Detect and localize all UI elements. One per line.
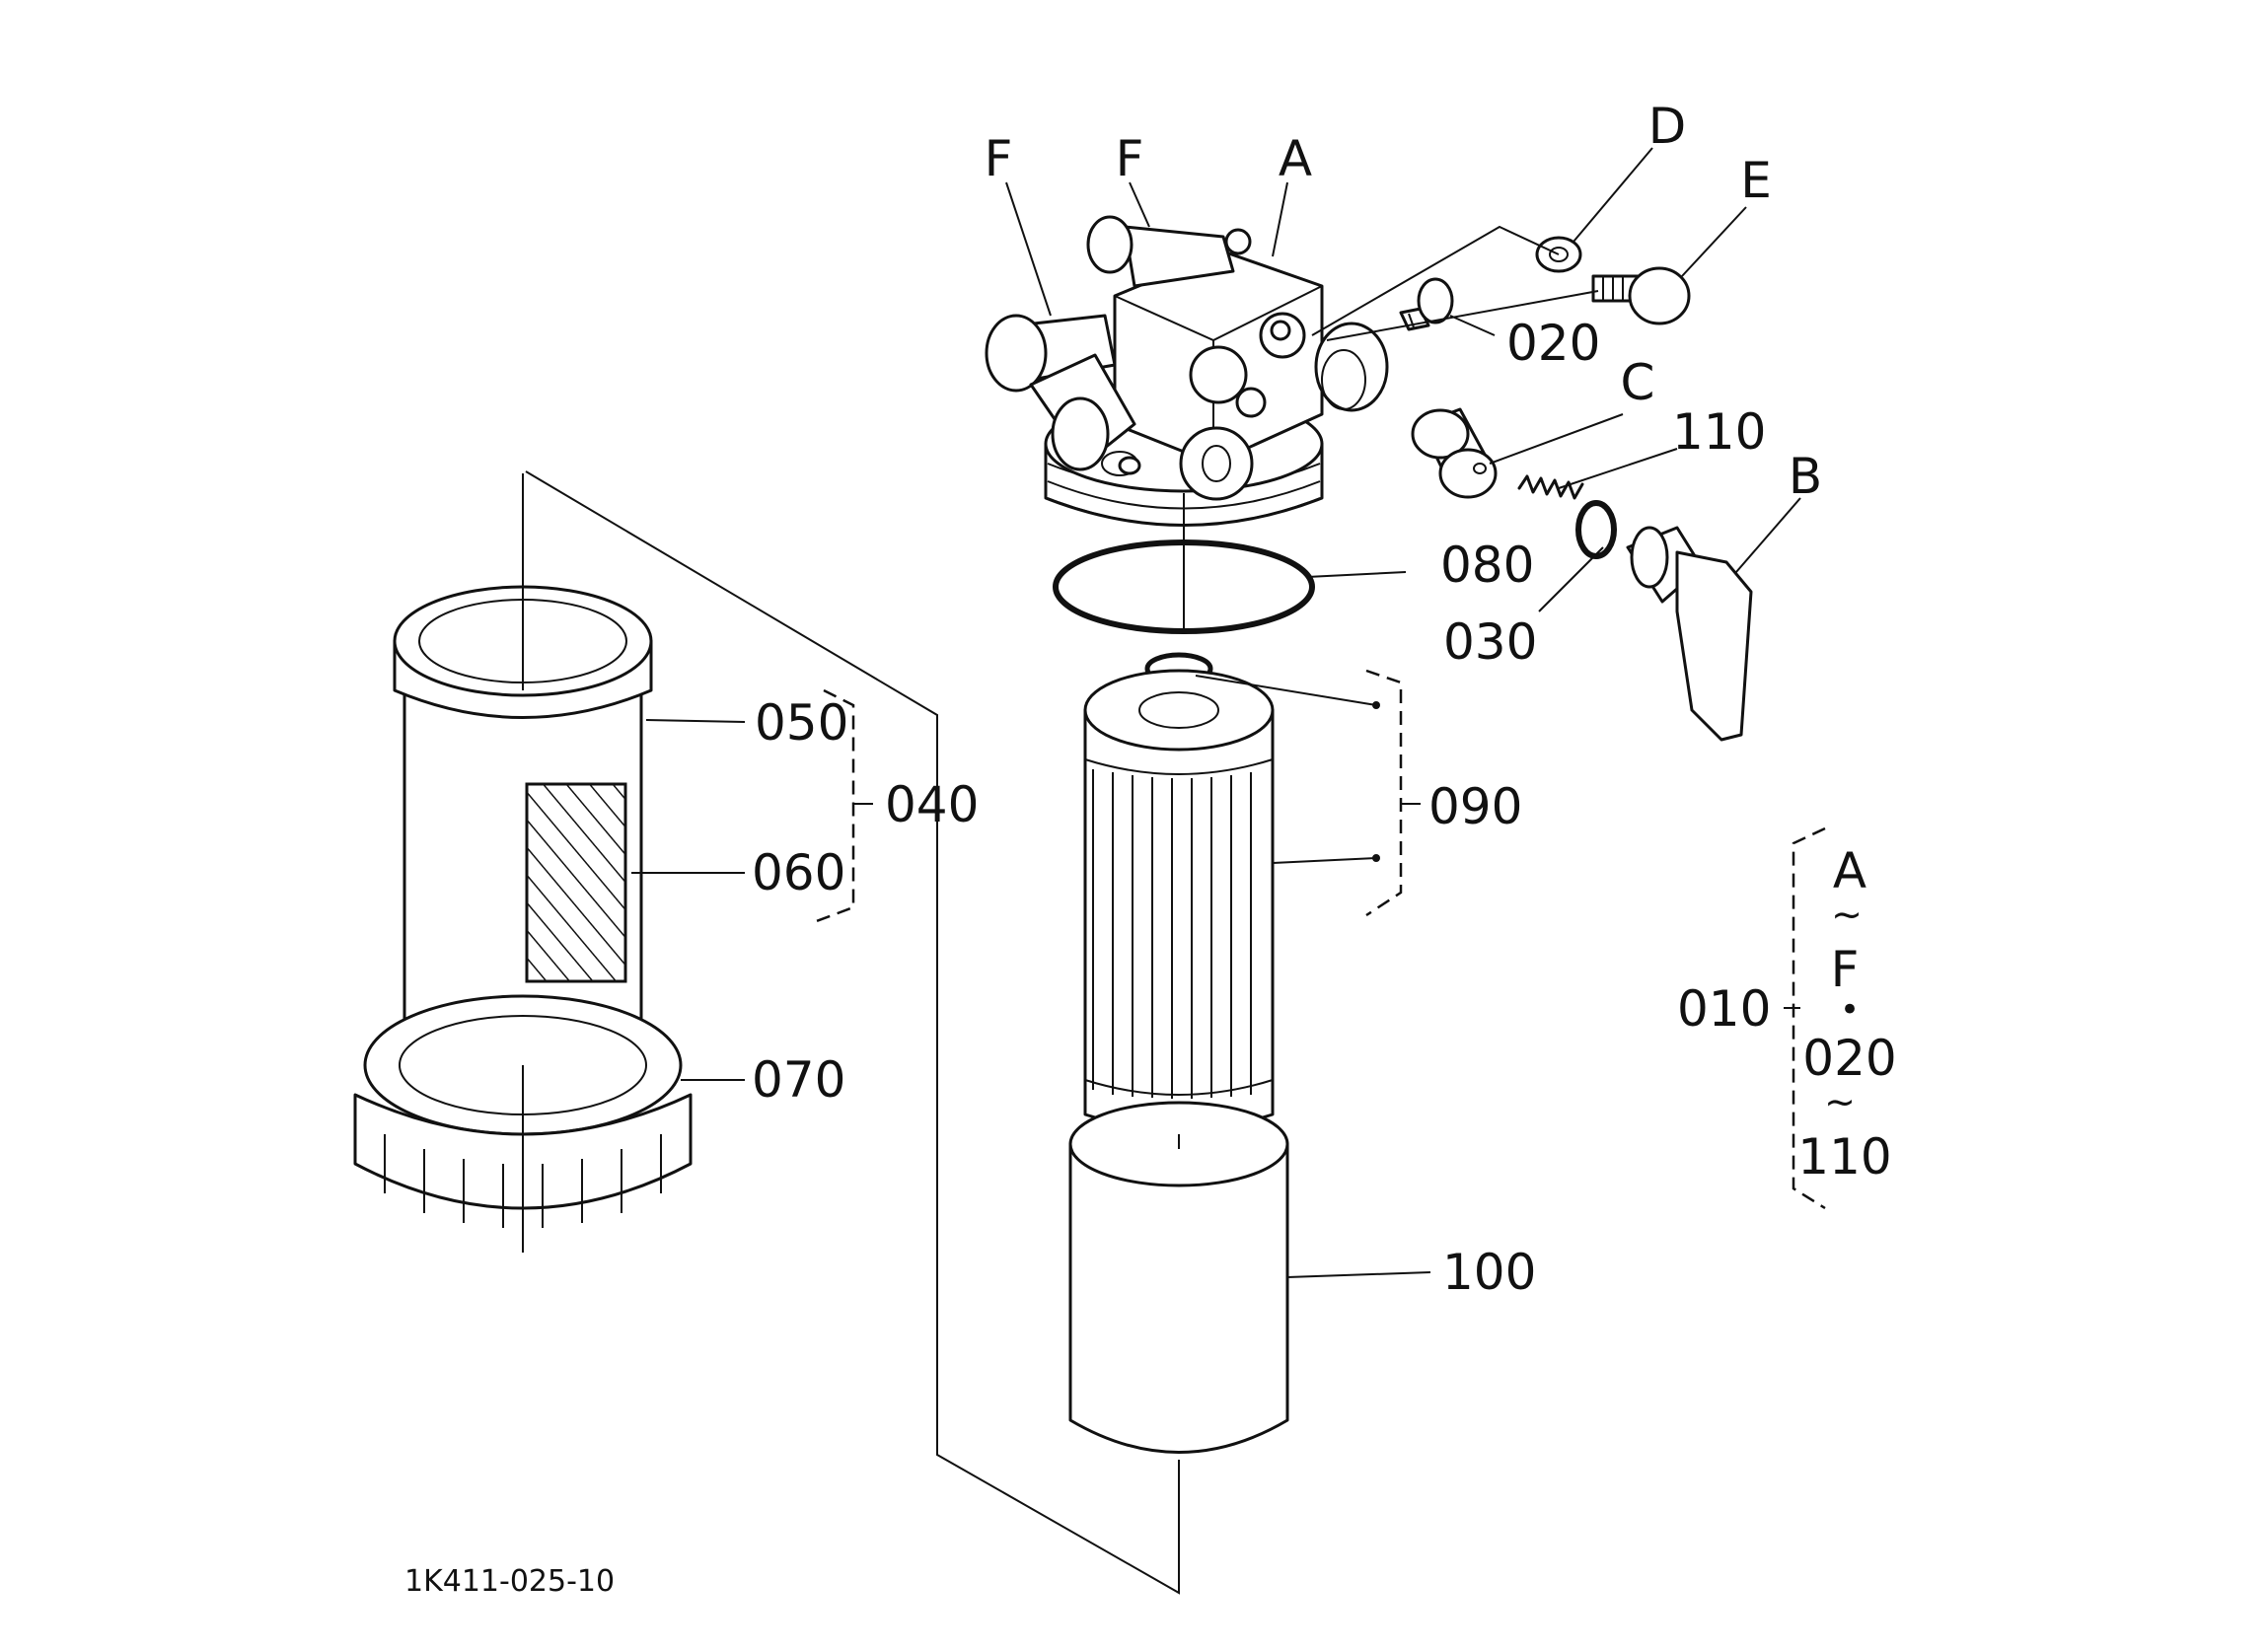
note-dot: • [1840,990,1860,1030]
label-060: 060 [752,844,845,901]
fitting-F-parts [985,314,1141,476]
screw-020-part [1399,277,1454,331]
label-010: 010 [1677,980,1771,1038]
spring-110-part [1517,474,1584,500]
lever-B-part [1626,526,1753,742]
label-080: 080 [1440,537,1534,594]
drawing-number: 1K411-025-10 [404,1564,615,1599]
valve-cap-C-part [1411,407,1498,499]
plug-E-part [1591,266,1691,325]
label-040: 040 [885,776,979,833]
label-100: 100 [1442,1244,1536,1301]
label-A: A [1279,130,1312,187]
note-from-2: 020 [1802,1030,1896,1087]
label-F-right: F [1116,130,1144,187]
bracket-040 [813,688,873,924]
label-030: 030 [1443,613,1537,671]
label-C: C [1621,354,1655,411]
note-from: A [1833,842,1866,899]
bracket-090 [1365,669,1421,917]
label-020: 020 [1506,315,1600,372]
bracket-010 [1792,826,1826,1210]
assembly-axis-lines [522,225,1599,1595]
note-tilde-1: ~ [1831,893,1863,936]
o-ring-030-part [1575,500,1617,559]
note-tilde-2: ~ [1824,1080,1856,1123]
filter-element-090-part [1083,652,1275,1131]
note-to-2: 110 [1797,1128,1891,1185]
note-to: F [1831,941,1860,998]
bowl-100-part [1068,1101,1289,1454]
label-070: 070 [752,1051,845,1109]
label-110: 110 [1672,403,1766,461]
label-F-left: F [985,130,1013,187]
label-D: D [1648,98,1687,155]
label-B: B [1789,448,1822,505]
leader-lines [631,147,1801,1278]
label-050: 050 [755,694,848,752]
label-E: E [1740,152,1772,209]
label-090: 090 [1428,778,1522,835]
